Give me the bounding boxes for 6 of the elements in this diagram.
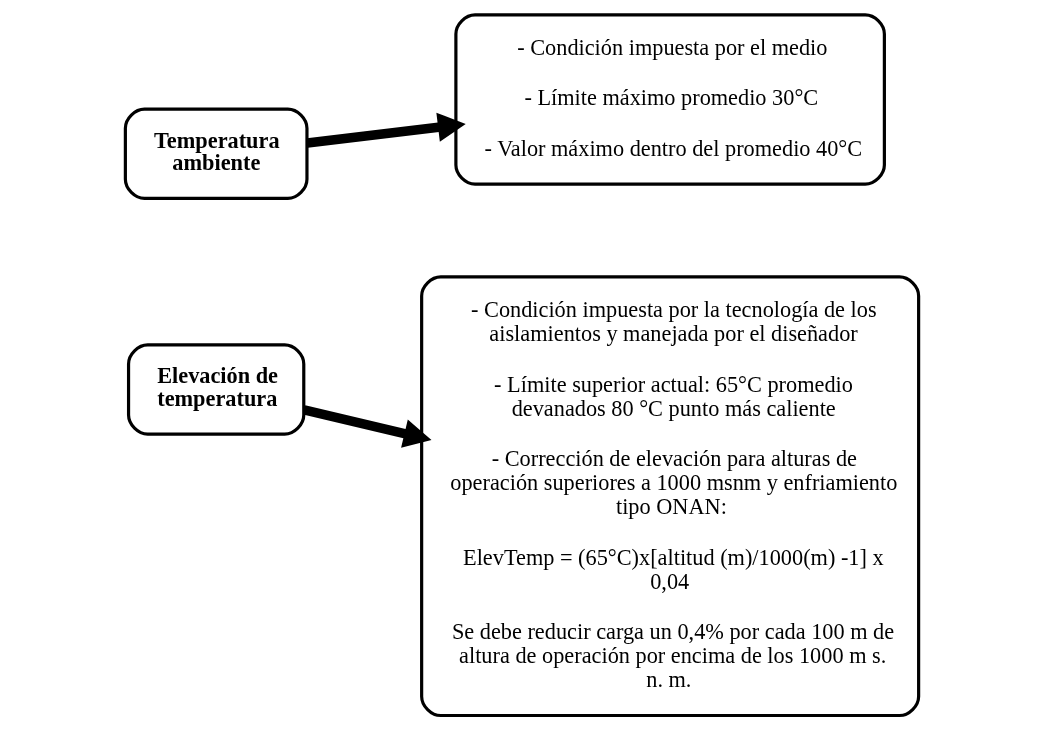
arrow — [306, 112, 466, 148]
node-box: Elevación de temperatura — [126, 343, 306, 436]
arrow — [303, 405, 432, 448]
node-box: - Condición impuesta por la tecnología de los aislamientos y manejada por el diseñador - Límite superior actual: 65°C promedio devanados 80 °C punto más caliente - Corrección de elevación para alturas de operación superiores a 1000 msnm y enfriamiento tipo ONAN: ElevTemp = (65°C)x[altitud (m)/1000(m) -1] x 0,04 Se debe reducir carga un 0,4% por cada 100 m de altura de operación por encima de los 1000 m s. n. m. — [420, 275, 921, 718]
node-box: - Condición impuesta por el medio - Límite máximo promedio 30°C - Valor máximo dentro del promedio 40°C — [454, 13, 886, 186]
node-box: Temperatura ambiente — [123, 107, 309, 200]
